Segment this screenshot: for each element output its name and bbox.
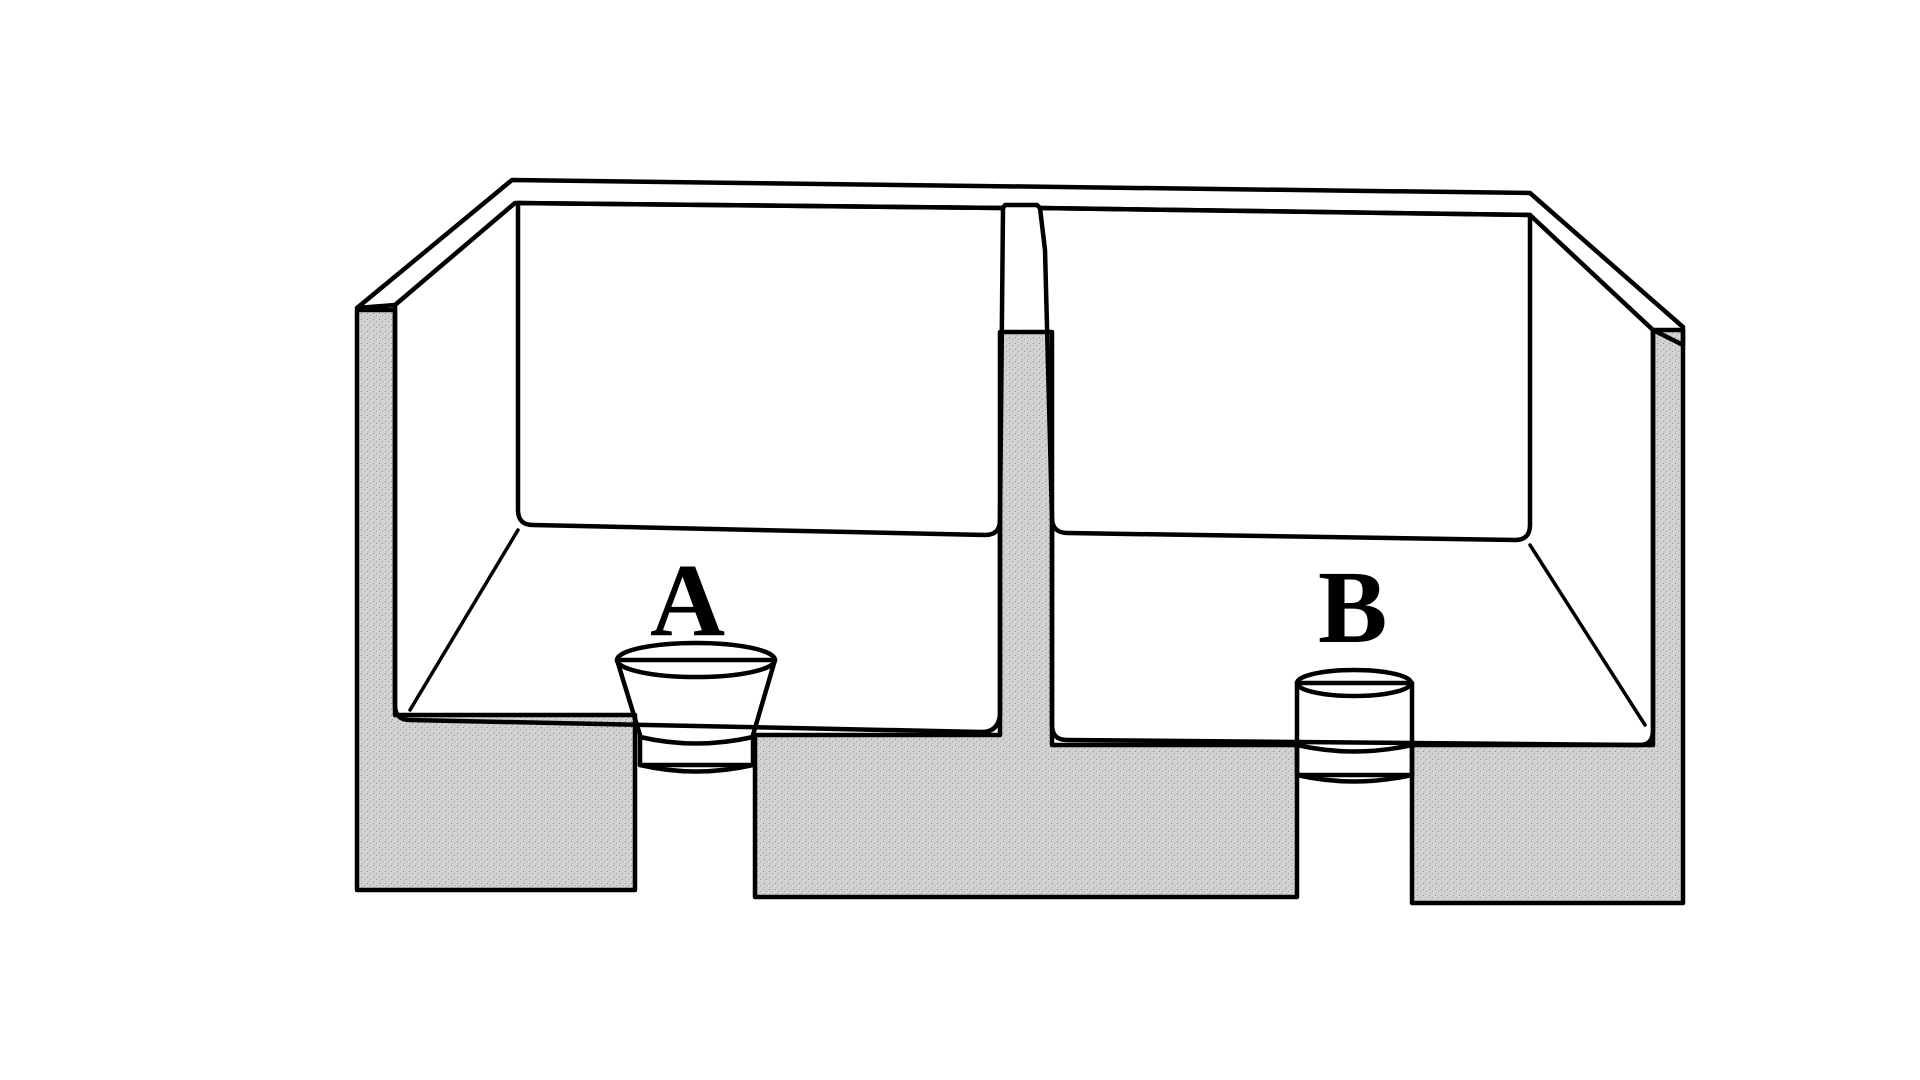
- cup-a: [614, 640, 778, 774]
- cup-b: [1294, 667, 1415, 784]
- stand-body: [354, 307, 638, 893]
- label-b: B: [1318, 550, 1387, 665]
- stand-right: [1409, 327, 1686, 906]
- left-back-panel: [515, 200, 1006, 538]
- left-basin: [392, 302, 1003, 735]
- right-basin: [1049, 327, 1656, 748]
- stand-middle: [752, 329, 1300, 900]
- left-floor-edge: [408, 528, 520, 712]
- right-back-panel: [1037, 205, 1533, 543]
- right-floor-edge: [1528, 543, 1647, 727]
- label-a: A: [650, 543, 725, 658]
